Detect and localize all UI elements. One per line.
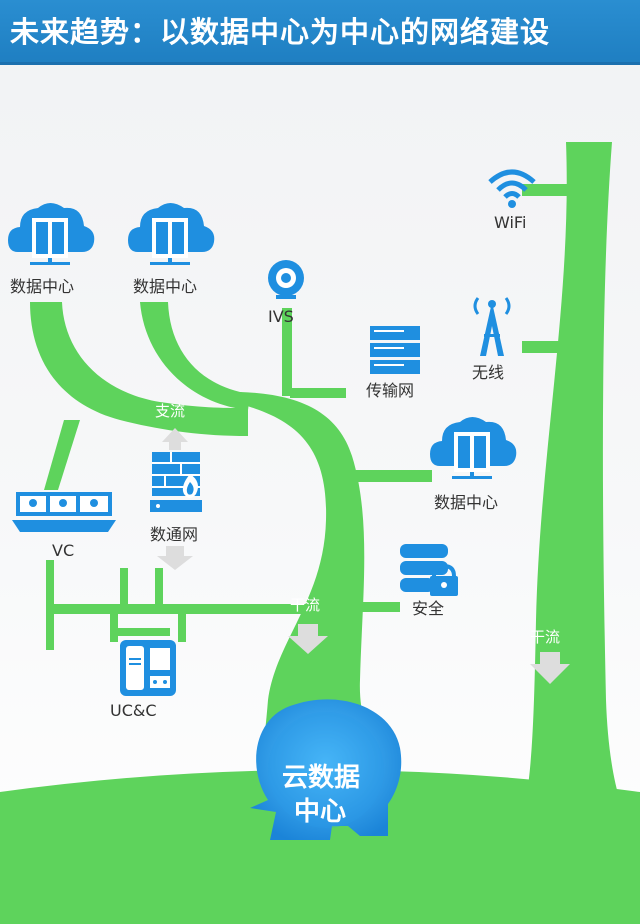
branch-to-vc	[44, 420, 80, 490]
head-silhouette-icon	[250, 699, 402, 840]
arrow-up-datacom-icon	[162, 428, 188, 450]
label-branch: 支流	[155, 402, 185, 420]
label-dc2: 数据中心	[133, 277, 197, 296]
ucc-bar	[110, 628, 170, 636]
lower-bus	[46, 604, 340, 614]
drop-c	[110, 612, 118, 642]
branch-from-dc1	[30, 302, 248, 436]
camera-icon	[268, 260, 304, 299]
right-tree-trunk	[520, 142, 632, 822]
label-security: 安全	[412, 599, 444, 618]
label-dc1: 数据中心	[10, 277, 74, 296]
transport-connector	[290, 388, 346, 398]
cloud-server-icon	[8, 203, 95, 265]
wifi-icon	[488, 169, 536, 208]
firewall-icon	[150, 452, 202, 512]
dc3-connector	[352, 470, 432, 482]
drop-d	[178, 612, 186, 642]
drop-b	[155, 568, 163, 612]
label-wifi: WiFi	[494, 213, 526, 232]
cloud-server-icon	[430, 417, 517, 479]
label-vc: VC	[52, 541, 74, 560]
label-transport: 传输网	[366, 381, 414, 400]
label-ucc: UC&C	[110, 701, 157, 720]
ground-hill	[0, 770, 640, 924]
right-tree-branch-wireless	[522, 341, 590, 353]
arrow-down-trunk1-icon	[288, 624, 328, 654]
title-bar: 未来趋势：以数据中心为中心的网络建设	[0, 0, 640, 65]
label-wireless: 无线	[472, 363, 504, 382]
core-label-line2: 中心	[294, 797, 346, 827]
video-conference-icon	[12, 492, 116, 532]
arrow-down-datacom-icon	[157, 546, 193, 570]
core-label-line1: 云数据	[282, 763, 360, 793]
ivs-stem	[282, 308, 292, 396]
center-tree-trunk	[240, 392, 420, 810]
right-tree-branch-wifi	[522, 184, 592, 196]
security-connector	[340, 602, 400, 612]
label-dc3: 数据中心	[434, 493, 498, 512]
label-trunk2: 干流	[530, 628, 560, 646]
server-rack-icon	[370, 326, 420, 374]
label-ivs: IVS	[268, 307, 294, 326]
label-trunk1: 干流	[290, 596, 320, 614]
branch-from-dc2	[140, 302, 250, 410]
security-lock-icon	[400, 544, 458, 596]
radio-tower-icon	[473, 297, 511, 356]
label-datacom: 数通网	[150, 525, 198, 544]
cloud-server-icon	[128, 203, 215, 265]
page-title: 未来趋势：以数据中心为中心的网络建设	[10, 15, 551, 49]
drop-a	[120, 568, 128, 612]
ucc-phone-icon	[120, 640, 176, 696]
arrow-down-trunk2-icon	[530, 652, 570, 684]
vc-drop	[46, 560, 54, 650]
